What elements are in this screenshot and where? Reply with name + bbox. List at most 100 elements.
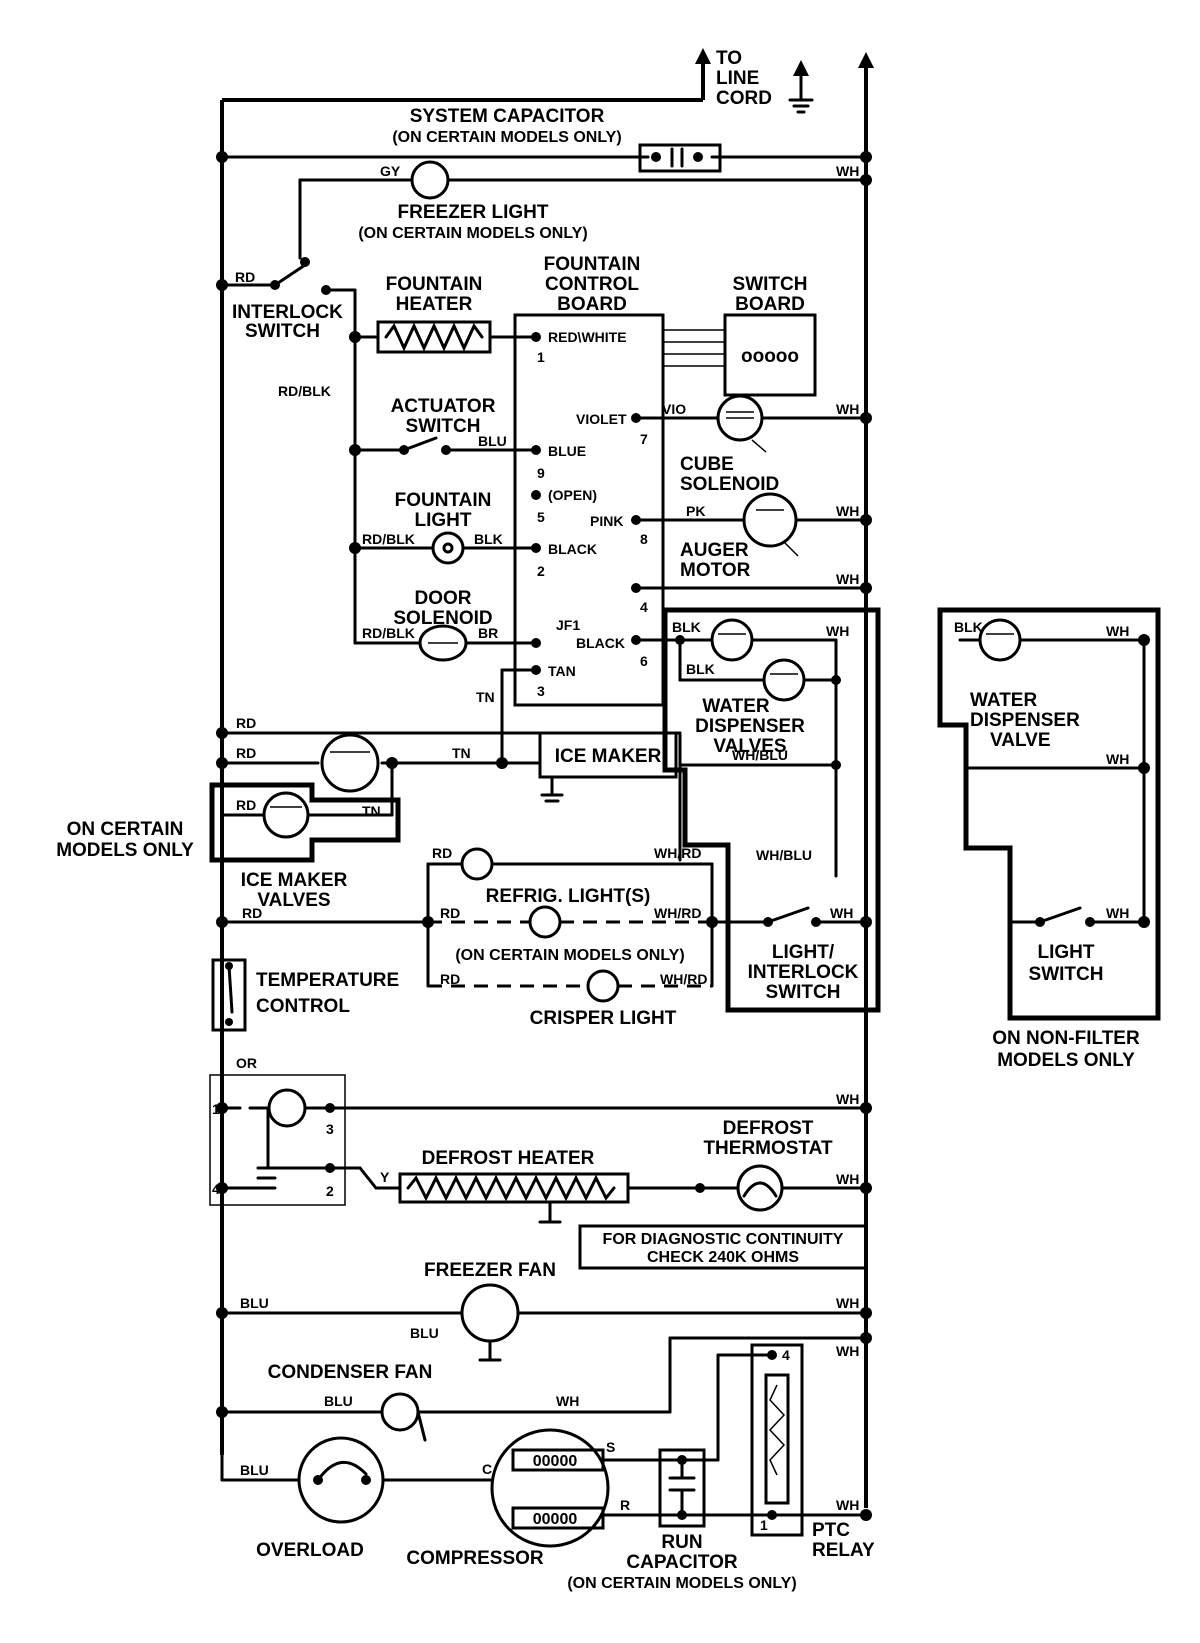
wire-label: RD	[432, 845, 452, 861]
pin-label: JF1	[556, 617, 580, 633]
timer-terminal: 4	[212, 1181, 220, 1197]
wire-label: C	[482, 1461, 492, 1477]
wire-label: WH	[1106, 623, 1129, 639]
wire-label: WH	[836, 571, 859, 587]
wire-label: BLU	[324, 1393, 353, 1409]
wire-label: WH	[830, 905, 853, 921]
wire-label: RD/BLK	[278, 383, 331, 399]
ptc-relay-label: PTC	[812, 1520, 850, 1541]
defrost-thermostat-icon	[736, 1164, 784, 1212]
fountain-heater-label: FOUNTAIN	[386, 274, 483, 295]
wire-label: BLK	[474, 531, 503, 547]
water-dispenser-valves-label: WATER	[702, 696, 769, 717]
ground-icon	[788, 98, 814, 114]
condenser-fan-icon	[380, 1392, 427, 1442]
compressor-label: COMPRESSOR	[406, 1548, 544, 1569]
main-wiring	[220, 60, 868, 1517]
wire-label: BLU	[240, 1462, 269, 1478]
diagnostic-note: FOR DIAGNOSTIC CONTINUITY	[603, 1231, 844, 1248]
fountain-heater-icon	[376, 320, 492, 354]
wire-label: BLK	[954, 619, 983, 635]
freezer-fan-icon	[460, 1283, 520, 1362]
wire-label: PK	[686, 503, 705, 519]
wire-label: WH	[836, 163, 859, 179]
pin-number: 1	[537, 349, 545, 365]
switch-board-label: SWITCH	[733, 274, 808, 295]
wire-label: RD	[235, 269, 255, 285]
compressor-coil: 00000	[533, 1453, 578, 1470]
ice-maker-valves-note: ON CERTAIN	[67, 819, 184, 840]
pin-label: BLUE	[548, 443, 586, 459]
wire-label: WH/RD	[660, 971, 707, 987]
wire-label: WH	[836, 1343, 859, 1359]
auger-motor-label: MOTOR	[680, 560, 751, 581]
light-interlock-switch-label: LIGHT/	[772, 942, 835, 963]
wire-label: RD/BLK	[362, 625, 415, 641]
condenser-fan-label: CONDENSER FAN	[268, 1362, 433, 1383]
refrig-light-icon	[460, 847, 494, 881]
refrig-light-icon	[528, 905, 562, 939]
ice-maker-valves-enclosure	[209, 782, 401, 863]
switch-board-label: BOARD	[735, 294, 805, 315]
fountain-light-label: LIGHT	[415, 510, 472, 531]
diagnostic-note-box	[578, 1224, 868, 1270]
interlock-switch-label: INTERLOCK	[232, 302, 343, 323]
cube-solenoid-icon	[716, 394, 767, 453]
light-interlock-switch-label: SWITCH	[766, 982, 841, 1003]
door-solenoid-label: DOOR	[415, 588, 472, 609]
relay-terminal: 4	[782, 1347, 790, 1363]
crisper-light-icon	[586, 969, 620, 1003]
pin-number: 6	[640, 653, 648, 669]
relay-terminal: 1	[760, 1517, 768, 1533]
run-capacitor-note: (ON CERTAIN MODELS ONLY)	[567, 1575, 796, 1592]
pin-label: BLACK	[576, 635, 625, 651]
wire-label: BLK	[672, 619, 701, 635]
freezer-light-icon	[410, 160, 450, 200]
fountain-control-board-label: BOARD	[557, 294, 627, 315]
switch-board-buttons: ooooo	[741, 346, 799, 367]
system-capacitor-label: SYSTEM CAPACITOR	[410, 106, 605, 127]
wire-label: TN	[476, 689, 495, 705]
non-filter-note: MODELS ONLY	[997, 1050, 1135, 1071]
wire-label: WH/BLU	[756, 847, 812, 863]
pin-label: (OPEN)	[548, 487, 597, 503]
pin-number: 9	[537, 465, 545, 481]
water-dispenser-valve-label: WATER	[970, 690, 1037, 711]
line-cord-label: CORD	[716, 88, 772, 109]
pin-number: 4	[640, 599, 648, 615]
wire-label: WH	[836, 1091, 859, 1107]
fountain-control-board-label: FOUNTAIN	[544, 254, 641, 275]
wire-color-labels: GY WH RD RD/BLK BLU RD/BLK BLK RD/BLK BR…	[235, 163, 1129, 1513]
defrost-thermostat-label: THERMOSTAT	[703, 1138, 833, 1159]
pin-label: PINK	[590, 513, 623, 529]
non-filter-note: ON NON-FILTER	[992, 1028, 1140, 1049]
crisper-light-label: CRISPER LIGHT	[530, 1008, 677, 1029]
defrost-thermostat-label: DEFROST	[723, 1118, 814, 1139]
wire-label: TN	[452, 745, 471, 761]
ptc-relay-label: RELAY	[812, 1540, 875, 1561]
light-interlock-switch-label: INTERLOCK	[748, 962, 859, 983]
ice-maker-valves-label: ICE MAKER	[241, 870, 348, 891]
wire-label: WH	[836, 1497, 859, 1513]
ice-maker-valve-icon	[262, 733, 380, 839]
junction-dots	[216, 151, 1150, 1521]
fountain-control-board-label: CONTROL	[545, 274, 639, 295]
pin-label: VIOLET	[576, 411, 627, 427]
water-dispenser-valve-icon	[710, 618, 806, 702]
pin-number: 8	[640, 531, 648, 547]
interlock-switch-label: SWITCH	[245, 321, 320, 342]
water-dispenser-valves-label: VALVES	[713, 736, 786, 757]
compressor-icon	[490, 1428, 610, 1548]
cube-solenoid-label: CUBE	[680, 454, 734, 475]
wire-label: WH	[1106, 751, 1129, 767]
temperature-control-icon	[211, 958, 247, 1032]
wire-label: WH	[556, 1393, 579, 1409]
defrost-timer	[209, 1074, 346, 1206]
refrig-lights-label: REFRIG. LIGHT(S)	[486, 886, 651, 907]
auger-motor-icon	[742, 492, 799, 557]
auger-motor-label: AUGER	[680, 540, 749, 561]
terminal-labels: 1 3 2 4 4 1	[212, 1101, 790, 1533]
wire-label: RD/BLK	[362, 531, 415, 547]
water-dispenser-valves-label: DISPENSER	[695, 716, 805, 737]
